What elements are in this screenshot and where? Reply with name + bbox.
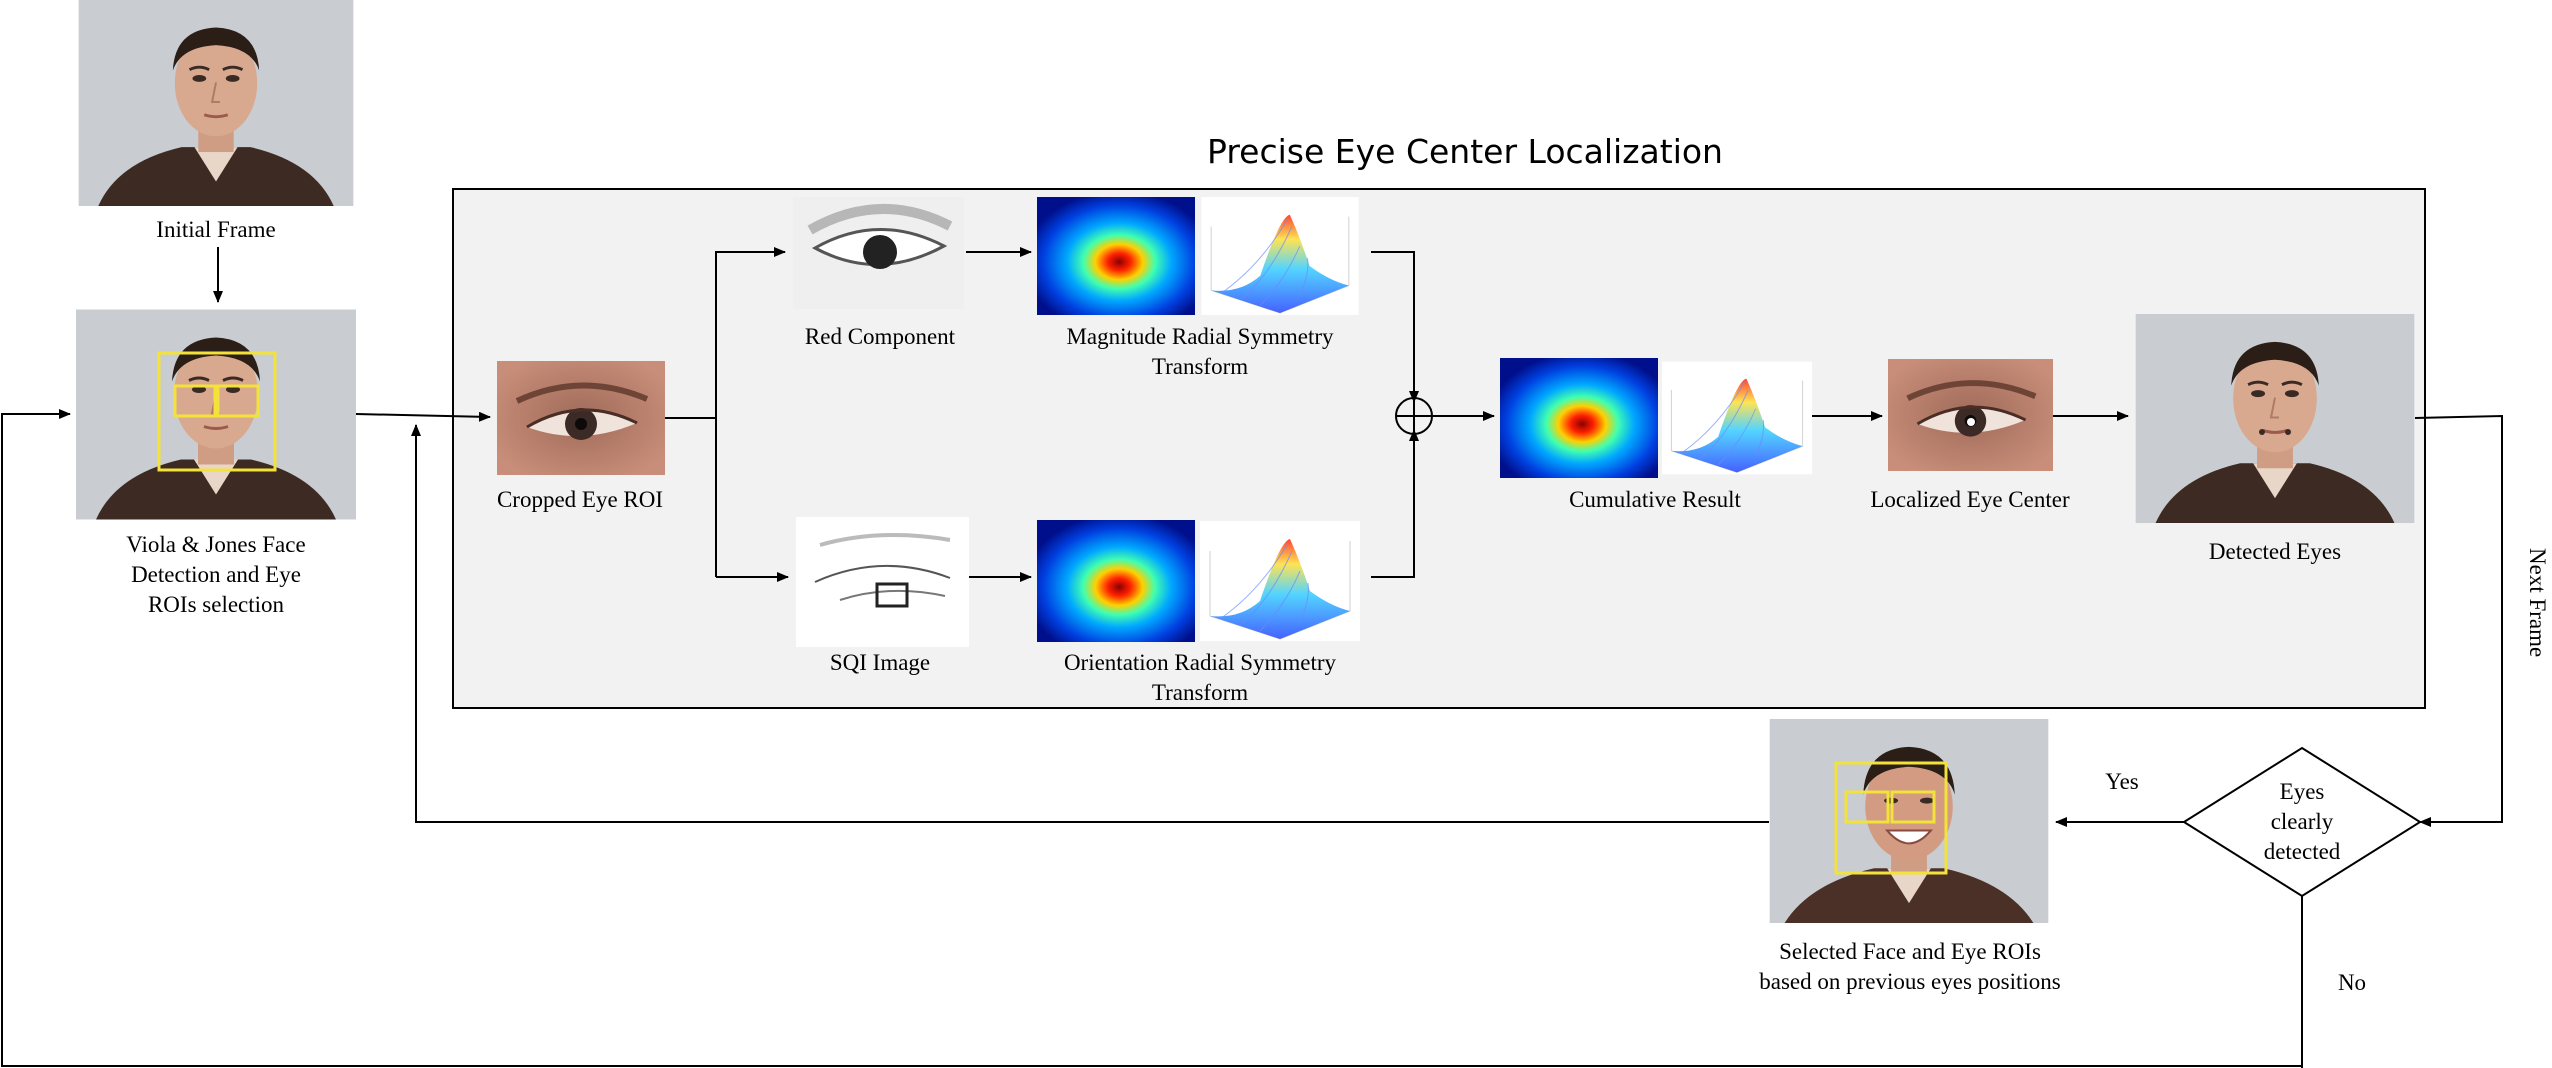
process-title: Precise Eye Center Localization bbox=[1207, 132, 1723, 171]
detected-eyes-label: Detected Eyes bbox=[2208, 539, 2342, 564]
selected-face-label: Selected Face and Eye ROIs based on prev… bbox=[1759, 939, 2061, 994]
decision-label: Eyes clearly detected bbox=[2263, 779, 2341, 864]
left-eye-roi-box bbox=[173, 384, 217, 418]
yes-label: Yes bbox=[2105, 769, 2139, 794]
initial-frame-label: Initial Frame bbox=[156, 217, 276, 242]
cumulative-label: Cumulative Result bbox=[1569, 487, 1741, 512]
orientation-rst-surface bbox=[1200, 520, 1360, 642]
decision-diamond bbox=[2182, 746, 2422, 898]
face-roi-box bbox=[157, 351, 277, 472]
detected-right-eye-marker bbox=[2285, 429, 2291, 435]
detected-left-eye-marker bbox=[2259, 429, 2265, 435]
cumulative-heatmap bbox=[1500, 358, 1658, 478]
arrow-yes-back-to-roi bbox=[411, 424, 1769, 823]
magnitude-rst-label: Magnitude Radial Symmetry Transform bbox=[1066, 324, 1334, 379]
process-box bbox=[452, 188, 2426, 709]
cropped-roi-label: Cropped Eye ROI bbox=[496, 487, 664, 512]
initial-frame-photo bbox=[77, 0, 355, 206]
viola-jones-label: Viola & Jones Face Detection and Eye ROI… bbox=[126, 532, 306, 617]
cropped-eye-roi-image bbox=[497, 361, 665, 475]
next-frame-label: Next Frame bbox=[2525, 548, 2550, 658]
orientation-rst-heatmap bbox=[1037, 520, 1195, 642]
arrow-next-frame bbox=[2414, 414, 2503, 827]
selected-right-eye-box bbox=[1890, 790, 1936, 824]
magnitude-rst-heatmap bbox=[1037, 197, 1195, 315]
localized-eye-center-image bbox=[1888, 359, 2053, 471]
selected-face-roi-box bbox=[1834, 761, 1948, 875]
arrow-mrst-to-sum bbox=[1371, 251, 1419, 403]
arrow-no-loop bbox=[1, 409, 2302, 1067]
magnitude-rst-surface bbox=[1200, 197, 1360, 315]
orientation-rst-label: Orientation Radial Symmetry Transform bbox=[1063, 650, 1337, 705]
right-eye-roi-box bbox=[216, 384, 260, 418]
detected-eyes-photo bbox=[2135, 314, 2415, 523]
arrow-to-red-component bbox=[715, 247, 786, 577]
sqi-image bbox=[796, 517, 969, 647]
sqi-image-label: SQI Image bbox=[829, 650, 931, 675]
arrow-vj-to-roi bbox=[355, 411, 491, 422]
viola-jones-photo bbox=[76, 309, 356, 520]
red-component-image bbox=[793, 197, 964, 309]
selected-left-eye-box bbox=[1844, 790, 1890, 824]
red-component-label: Red Component bbox=[804, 324, 956, 349]
arrow-orst-to-sum bbox=[1371, 429, 1419, 578]
cumulative-surface bbox=[1662, 361, 1812, 475]
selected-face-photo bbox=[1769, 719, 2049, 923]
localized-center-label: Localized Eye Center bbox=[1870, 487, 2070, 512]
no-label: No bbox=[2337, 970, 2367, 995]
